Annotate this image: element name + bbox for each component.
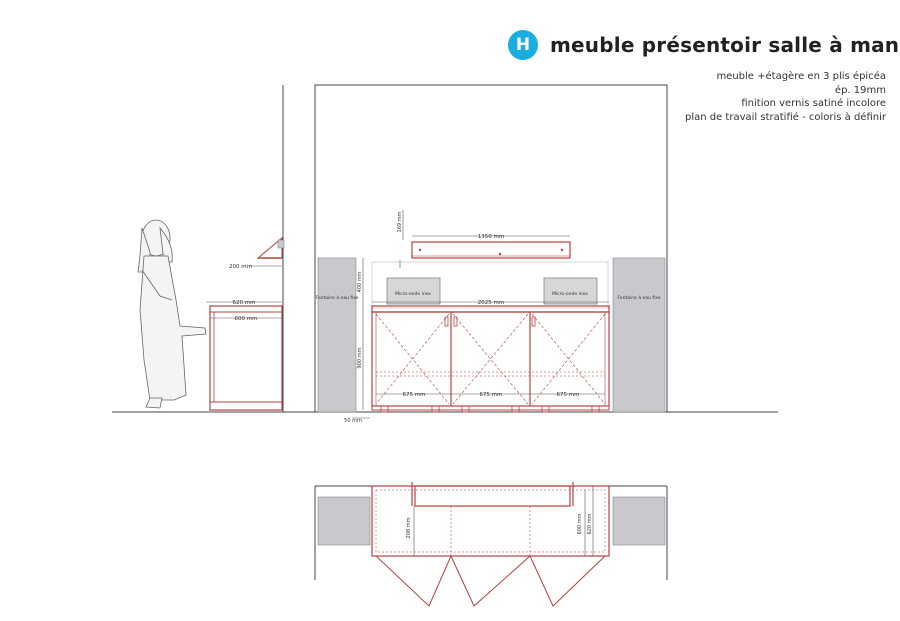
fountain-left-panel bbox=[317, 257, 357, 413]
dim-upper-height: 400 mm bbox=[357, 271, 363, 292]
dim-side-counter: 620 mm bbox=[233, 300, 256, 306]
dim-counter-width: 2025 mm bbox=[478, 300, 504, 306]
note-line: ép. 19mm bbox=[834, 84, 886, 96]
plan-door-swings bbox=[375, 555, 606, 607]
page-title: meuble présentoir salle à manger bbox=[550, 33, 900, 57]
wall-shelf bbox=[411, 241, 571, 259]
dim-plinth: 50 mm bbox=[344, 418, 362, 424]
counter-dim-lines bbox=[352, 258, 609, 419]
microwave-right bbox=[543, 277, 598, 305]
dim-plan-left: 208 mm bbox=[406, 517, 412, 538]
dim-door-1: 675 mm bbox=[403, 392, 426, 398]
plan-fountain-left bbox=[317, 496, 371, 546]
dim-side-top: 200 mm bbox=[229, 264, 252, 270]
plan-fountain-right bbox=[612, 496, 666, 546]
main-counter bbox=[371, 305, 610, 413]
upper-back bbox=[371, 261, 609, 309]
elevation-view: 200 mm 620 mm 600 mm Fontaine à eau fixe… bbox=[112, 84, 778, 424]
fountain-left-label: Fontaine à eau fixe bbox=[316, 294, 359, 301]
microwave-right-label: Micro-onde inox bbox=[552, 291, 588, 297]
dim-counter-height: 900 mm bbox=[357, 347, 363, 368]
dim-side-cabinet: 600 mm bbox=[235, 316, 258, 322]
dim-shelf-height: 169 mm bbox=[397, 211, 403, 232]
material-notes: meuble +étagère en 3 plis épicéa ép. 19m… bbox=[685, 70, 886, 124]
microwave-left bbox=[386, 277, 441, 305]
side-dimensions bbox=[206, 265, 282, 319]
title-bar: H meuble présentoir salle à manger bbox=[508, 28, 900, 62]
plan-counter-inner bbox=[375, 489, 606, 553]
dim-plan-right-1: 600 mm bbox=[577, 513, 583, 534]
note-line: plan de travail stratifié - coloris à dé… bbox=[684, 111, 886, 123]
dim-door-3: 675 mm bbox=[557, 392, 580, 398]
note-line: finition vernis satiné incolore bbox=[741, 98, 886, 109]
section-badge: H bbox=[508, 30, 538, 60]
plan-shelf bbox=[414, 485, 571, 507]
microwave-left-label: Micro-onde inox bbox=[395, 291, 431, 297]
fountain-right-panel bbox=[612, 257, 666, 413]
person-silhouette bbox=[137, 219, 207, 409]
side-cabinet-profile bbox=[209, 236, 285, 411]
note-line: meuble +étagère en 3 plis épicéa bbox=[716, 71, 886, 82]
plan-view: 208 mm 600 mm 620 mm bbox=[314, 482, 668, 607]
fountain-right-label: Fontaine à eau fixe bbox=[618, 294, 661, 301]
dim-door-2: 675 mm bbox=[480, 392, 503, 398]
dim-shelf-width: 1350 mm bbox=[478, 234, 504, 240]
dim-plan-right-2: 620 mm bbox=[587, 513, 593, 534]
